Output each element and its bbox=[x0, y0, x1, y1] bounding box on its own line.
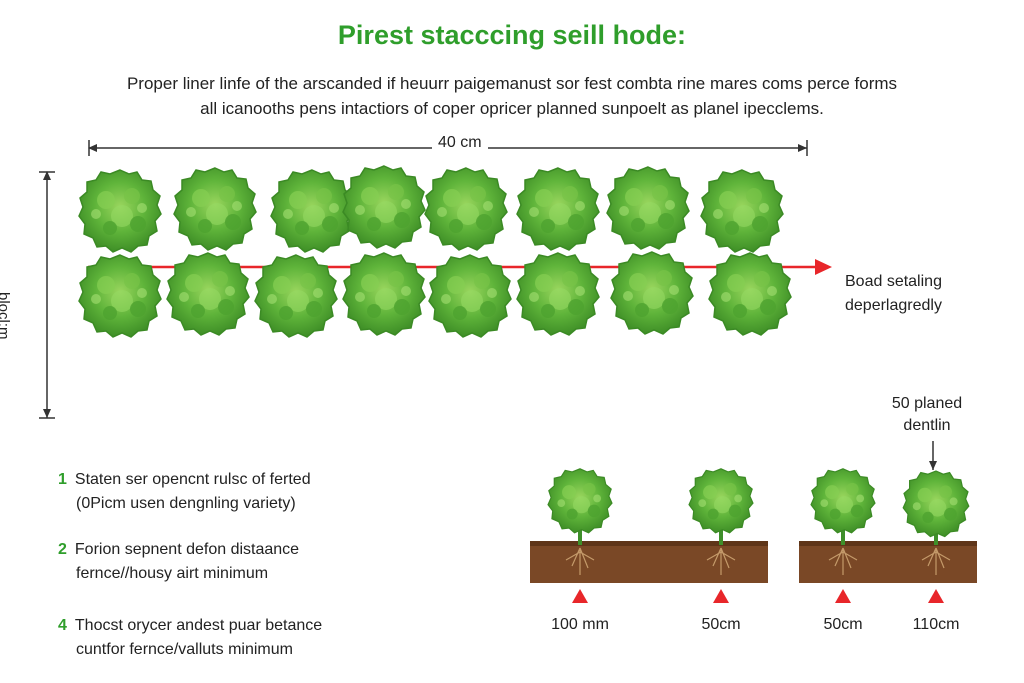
spacing-label-line-2: dentlin bbox=[903, 417, 951, 434]
soil-cross-section bbox=[530, 468, 977, 603]
plant bbox=[516, 167, 600, 251]
note-line: Thocst orycer andest puar betance bbox=[74, 617, 323, 634]
description-line-2: all icanooths pens intactiors of coper o… bbox=[200, 99, 824, 118]
plant bbox=[342, 165, 426, 249]
height-label: blocl:m bbox=[0, 292, 12, 340]
spacing-marker bbox=[713, 589, 729, 603]
note-line: cuntfor fernce/valluts minimum bbox=[76, 641, 293, 658]
note-line: Staten ser opencnt rulsc of ferted bbox=[74, 471, 311, 488]
plant bbox=[708, 252, 792, 336]
soil-bed-left bbox=[530, 541, 768, 583]
measurement-label: 50cm bbox=[701, 616, 741, 633]
note-line: fernce//housy airt minimum bbox=[76, 565, 269, 582]
plant bbox=[700, 169, 784, 253]
plant bbox=[610, 251, 694, 335]
plant bbox=[424, 167, 508, 251]
note-number: 2 bbox=[58, 541, 67, 558]
spacing-marker bbox=[572, 589, 588, 603]
plant bbox=[166, 252, 250, 336]
row-label: Boad setaling deperlagredly bbox=[845, 270, 1015, 318]
plant bbox=[78, 169, 162, 253]
note-number: 4 bbox=[58, 617, 67, 634]
seedling bbox=[547, 468, 613, 575]
note-line: Forion sepnent defon distaance bbox=[74, 541, 300, 558]
plant-row-top bbox=[78, 165, 784, 253]
plant bbox=[254, 254, 338, 338]
note-item: 4 Thocst orycer andest puar betance cuntf… bbox=[58, 614, 458, 662]
spacing-label: 50 planed dentlin bbox=[862, 393, 992, 437]
plant bbox=[428, 254, 512, 338]
seedling bbox=[902, 470, 970, 575]
plant bbox=[516, 252, 600, 336]
note-line: (0Picm usen dengnling variety) bbox=[76, 495, 296, 512]
plant bbox=[342, 252, 426, 336]
note-number: 1 bbox=[58, 471, 67, 488]
row-label-line-2: deperlagredly bbox=[845, 297, 942, 314]
diagram-title: Pirest stacccing seill hode: bbox=[337, 20, 687, 50]
seedling bbox=[810, 468, 876, 575]
plant bbox=[173, 167, 257, 251]
plant bbox=[78, 254, 162, 338]
spacing-marker bbox=[928, 589, 944, 603]
soil-bed-right bbox=[799, 541, 977, 583]
note-item: 2 Forion sepnent defon distaance fernce//… bbox=[58, 538, 458, 586]
measurement-label: 50cm bbox=[823, 616, 863, 633]
seedling bbox=[688, 468, 754, 575]
width-label: 40 cm bbox=[432, 134, 488, 152]
spacing-label-line-1: 50 planed bbox=[891, 395, 963, 412]
row-label-line-1: Boad setaling bbox=[845, 273, 942, 290]
measurement-label: 110cm bbox=[912, 616, 960, 633]
plant-row-bottom bbox=[78, 251, 792, 338]
spacing-marker bbox=[835, 589, 851, 603]
note-item: 1 Staten ser opencnt rulsc of ferted (0Pi… bbox=[58, 468, 458, 516]
plant bbox=[270, 169, 354, 253]
measurement-label: 100 mm bbox=[551, 616, 609, 633]
plant bbox=[606, 166, 690, 250]
description: Proper liner linfe of the arscanded if h… bbox=[60, 71, 964, 121]
description-line-1: Proper liner linfe of the arscanded if h… bbox=[126, 74, 898, 93]
row-line-arrowhead bbox=[815, 259, 832, 275]
